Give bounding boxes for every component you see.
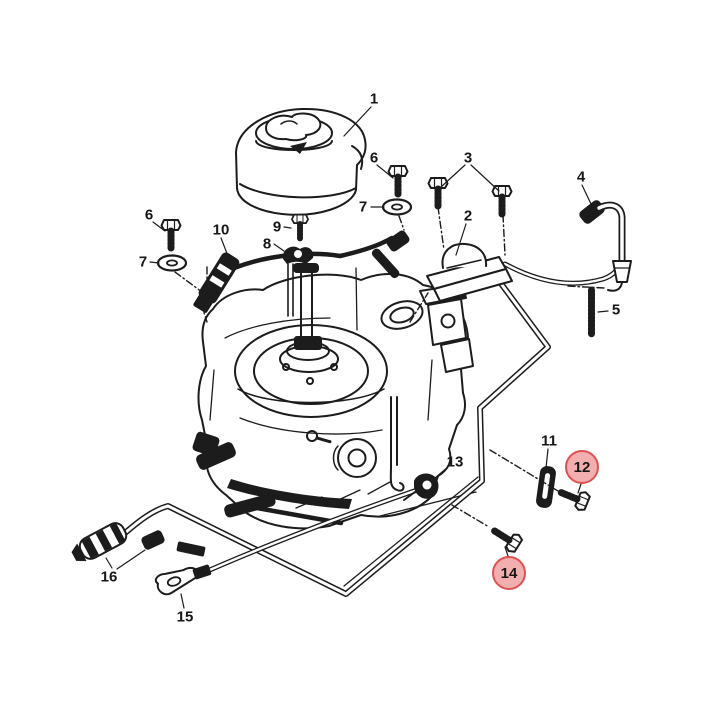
callout-7-upper: 7 [358, 198, 368, 216]
part-9-bolt [292, 215, 308, 239]
primer-knob [337, 438, 377, 478]
part-2-ignition-coil [426, 242, 513, 302]
throttle-cable [389, 396, 405, 492]
part-3-bolt-right [493, 186, 512, 214]
wire-clip [141, 530, 165, 550]
callout-13: 13 [446, 453, 464, 471]
callout-8: 8 [262, 235, 272, 253]
callout-leader-lines [105, 106, 609, 609]
callout-16: 16 [100, 568, 118, 586]
part-14-bolt [490, 523, 524, 554]
part-15-terminal [154, 564, 212, 596]
part-7-washer-left [156, 254, 188, 272]
callout-12-highlighted[interactable]: 12 [565, 450, 599, 484]
part-1-flywheel-cover [235, 107, 367, 216]
callout-2: 2 [463, 207, 473, 225]
part-8-clamp [282, 246, 314, 264]
callout-10: 10 [212, 221, 230, 239]
engine-block-illustration [192, 263, 474, 530]
wire-sleeve [176, 541, 206, 557]
callout-1: 1 [369, 90, 379, 108]
callout-15: 15 [176, 608, 194, 626]
carburetor-intake [380, 300, 424, 330]
callout-3: 3 [463, 149, 473, 167]
part-6-bolt-left [162, 220, 181, 248]
part-13-clamp [403, 473, 439, 501]
part-12-bolt [558, 484, 591, 512]
callout-9: 9 [272, 218, 282, 236]
alignment-dash-lines [174, 206, 605, 528]
part-6-bolt-upper [389, 166, 408, 194]
callout-5: 5 [611, 301, 621, 319]
part-3-bolt-left [429, 178, 448, 206]
part-7-washer-upper [381, 198, 413, 216]
callout-14-highlighted[interactable]: 14 [492, 556, 526, 590]
part-4-spark-plug-cap [579, 200, 632, 292]
part-11-spacer [536, 465, 556, 509]
callout-4: 4 [576, 168, 586, 186]
callout-7-left: 7 [138, 253, 148, 271]
callout-6-upper: 6 [369, 149, 379, 167]
part-16-plug [71, 522, 128, 562]
callout-6-left: 6 [144, 206, 154, 224]
callout-11: 11 [541, 432, 557, 450]
